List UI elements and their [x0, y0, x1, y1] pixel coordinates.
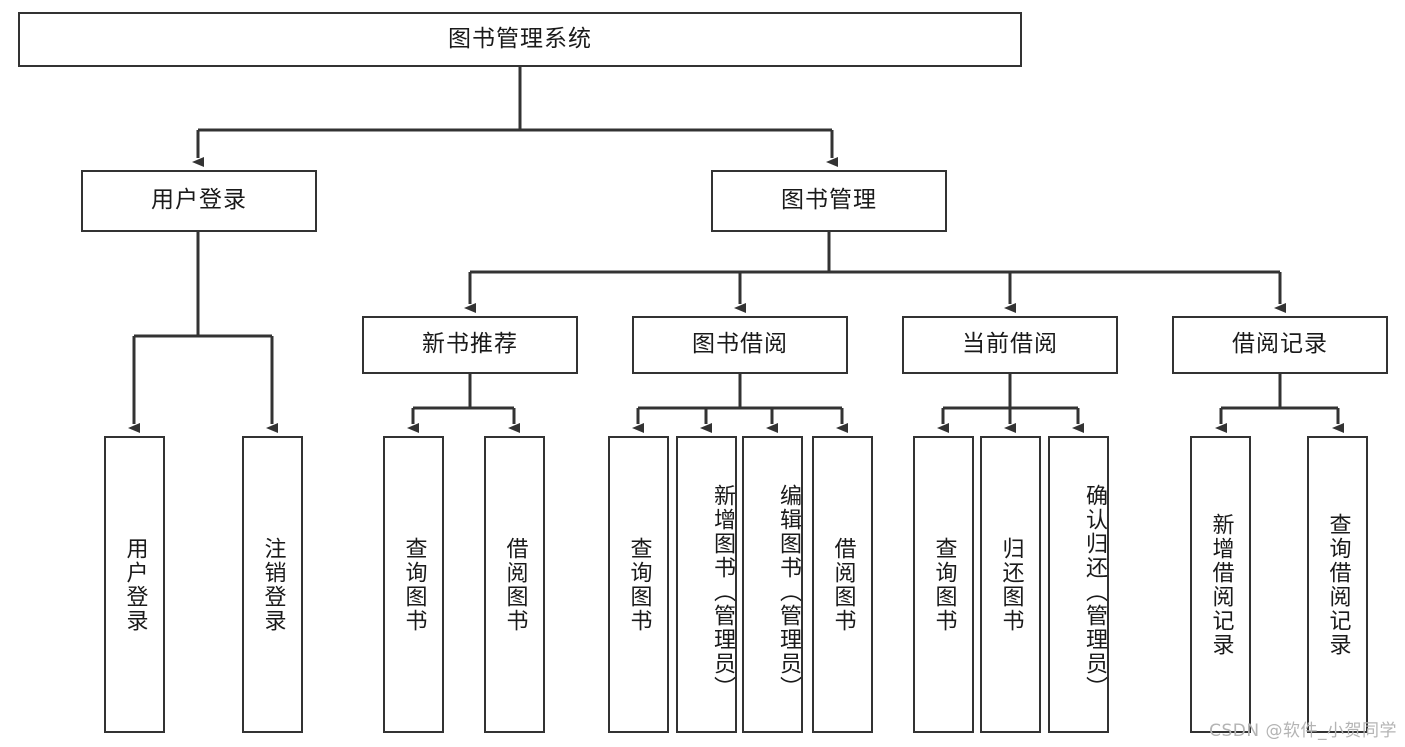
- node-leaf-query-record[interactable]: 查询借阅记录: [1307, 436, 1368, 733]
- node-leaf-borrow-book-2-label: 借阅图书: [830, 536, 856, 633]
- node-leaf-add-record-label: 新增借阅记录: [1208, 512, 1234, 657]
- node-leaf-confirm-return[interactable]: 确认归还（管理员）: [1048, 436, 1109, 733]
- node-root-label: 图书管理系统: [448, 25, 592, 52]
- node-leaf-query-book-2-label: 查询图书: [626, 536, 652, 633]
- node-leaf-confirm-return-label: 确认归还（管理员）: [1082, 483, 1107, 700]
- node-current-borrow-label: 当前借阅: [962, 331, 1058, 358]
- node-book-management-label: 图书管理: [781, 187, 877, 214]
- node-leaf-add-record[interactable]: 新增借阅记录: [1190, 436, 1251, 733]
- node-new-book-recommend[interactable]: 新书推荐: [362, 316, 578, 374]
- node-leaf-query-book-1-label: 查询图书: [401, 536, 427, 633]
- node-leaf-user-logout-label: 注销登录: [260, 536, 286, 633]
- node-leaf-borrow-book-1[interactable]: 借阅图书: [484, 436, 545, 733]
- node-current-borrow[interactable]: 当前借阅: [902, 316, 1118, 374]
- node-leaf-return-book-label: 归还图书: [998, 536, 1024, 633]
- node-leaf-return-book[interactable]: 归还图书: [980, 436, 1041, 733]
- node-leaf-borrow-book-2[interactable]: 借阅图书: [812, 436, 873, 733]
- node-user-login[interactable]: 用户登录: [81, 170, 317, 232]
- node-book-borrow-label: 图书借阅: [692, 331, 788, 358]
- node-leaf-query-book-3[interactable]: 查询图书: [913, 436, 974, 733]
- node-leaf-query-record-label: 查询借阅记录: [1325, 512, 1351, 657]
- node-new-book-recommend-label: 新书推荐: [422, 331, 518, 358]
- node-user-login-label: 用户登录: [151, 187, 247, 214]
- node-leaf-query-book-1[interactable]: 查询图书: [383, 436, 444, 733]
- node-leaf-query-book-2[interactable]: 查询图书: [608, 436, 669, 733]
- node-leaf-user-logout[interactable]: 注销登录: [242, 436, 303, 733]
- node-root[interactable]: 图书管理系统: [18, 12, 1022, 67]
- node-leaf-edit-book[interactable]: 编辑图书（管理员）: [742, 436, 803, 733]
- node-leaf-add-book-label: 新增图书（管理员）: [710, 483, 735, 700]
- node-borrow-record-label: 借阅记录: [1232, 331, 1328, 358]
- node-book-borrow[interactable]: 图书借阅: [632, 316, 848, 374]
- node-book-management[interactable]: 图书管理: [711, 170, 947, 232]
- node-leaf-edit-book-label: 编辑图书（管理员）: [776, 483, 801, 700]
- node-leaf-add-book[interactable]: 新增图书（管理员）: [676, 436, 737, 733]
- node-leaf-borrow-book-1-label: 借阅图书: [502, 536, 528, 633]
- node-leaf-user-login-label: 用户登录: [122, 536, 148, 633]
- node-leaf-user-login[interactable]: 用户登录: [104, 436, 165, 733]
- node-borrow-record[interactable]: 借阅记录: [1172, 316, 1388, 374]
- csdn-watermark: CSDN @软件_小贺同学: [1209, 721, 1397, 741]
- node-leaf-query-book-3-label: 查询图书: [931, 536, 957, 633]
